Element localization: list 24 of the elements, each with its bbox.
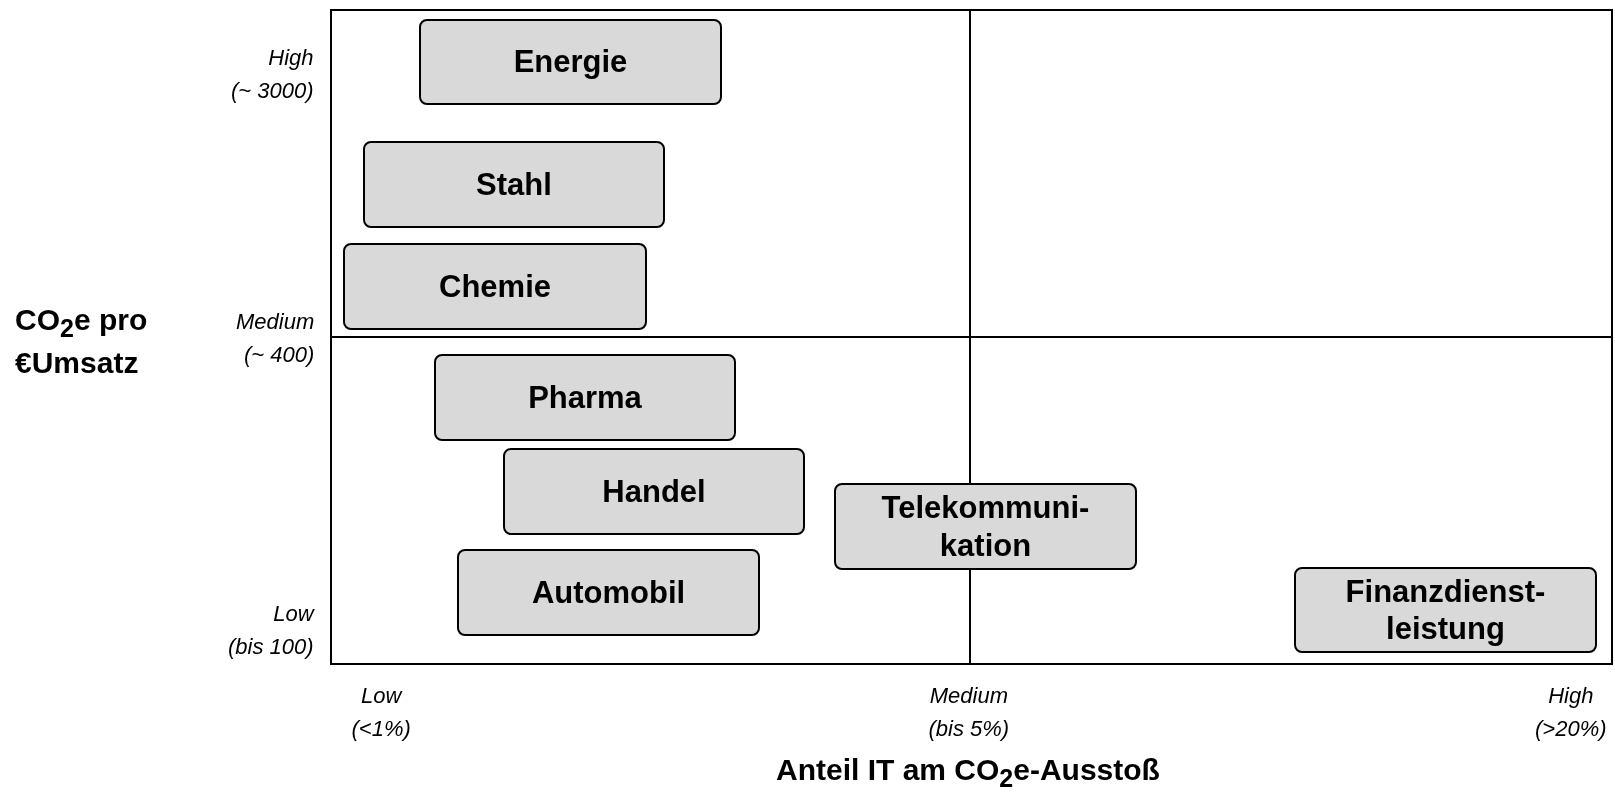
sector-box [434, 354, 736, 441]
sector-box [363, 141, 665, 228]
axis-title: Anteil IT am CO$_{2}$e-Ausstoß [776, 751, 1160, 794]
axis-tick-label: High (>20%) [1535, 682, 1607, 743]
sector-label: Handel [602, 472, 706, 511]
sector-label: Finanzdienst- leistung [1344, 572, 1547, 648]
axis-tick-label: Low (bis 100) [228, 600, 314, 661]
sector-label: Automobil [531, 573, 686, 612]
sector-box [343, 243, 647, 330]
sector-label: Stahl [476, 165, 552, 204]
axis-tick-label: Medium (~ 400) [236, 308, 315, 369]
axis-tick-label: High (~ 3000) [231, 44, 314, 105]
sector-label: Pharma [528, 378, 642, 417]
axis-tick-label: Low (<1%) [351, 682, 411, 743]
sector-box [419, 19, 722, 105]
axis-title: CO$_{2}$e pro €Umsatz [15, 301, 149, 381]
sector-box [1294, 567, 1597, 653]
sector-label: Energie [513, 43, 628, 81]
sector-box [503, 448, 805, 535]
axis-tick-label: Medium (bis 5%) [928, 682, 1010, 743]
sector-box [457, 549, 760, 636]
sector-label: Telekommuni- kation [880, 489, 1091, 564]
sector-box [834, 483, 1137, 570]
sector-label: Chemie [439, 267, 551, 306]
